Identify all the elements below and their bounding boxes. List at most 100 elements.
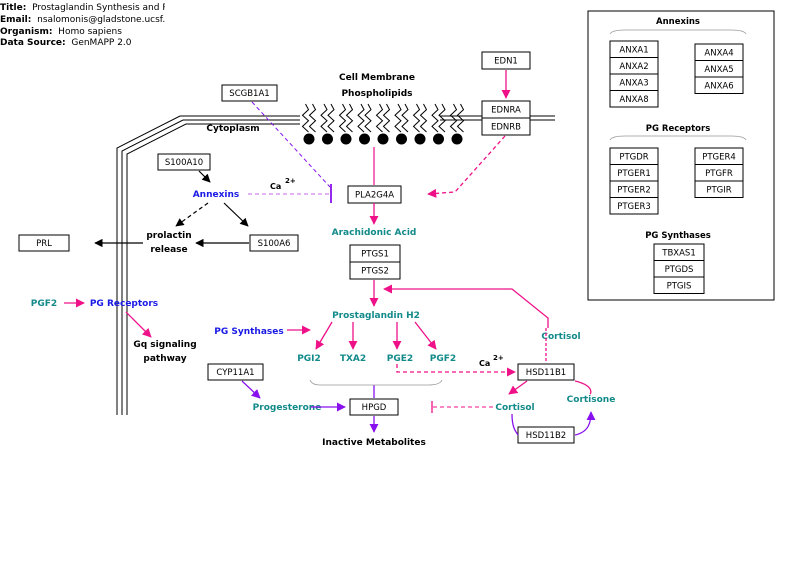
legend-gene-ptger1[interactable]: PTGER1 [609,164,659,182]
gq-pathway-label: pathway [143,354,186,364]
gene-box-ednrb[interactable]: EDNRB [481,117,531,136]
gene-label: PTGER3 [617,202,651,212]
header-title-line: Title: Prostaglandin Synthesis and Reg [0,2,165,14]
gene-label: HSD11B2 [526,431,566,441]
cortisol-top-label: Cortisol [541,332,580,342]
legend-gene-anxa1[interactable]: ANXA1 [609,40,659,58]
legend-gene-ptger2[interactable]: PTGER2 [609,180,659,198]
gene-label: CYP11A1 [216,368,254,378]
gene-box-ptgs1[interactable]: PTGS1 [349,244,401,263]
gene-box-prl[interactable]: PRL [18,234,70,252]
arachidonic-acid-label: Arachidonic Acid [332,228,417,238]
legend-gene-anxa2[interactable]: ANXA2 [609,57,659,75]
gene-label: PTGS2 [361,267,389,277]
legend-gene-anxa3[interactable]: ANXA3 [609,73,659,91]
s100a10-to-annexins-arrow [198,170,211,183]
cortisol-to-hsd11b2-curve [511,413,519,436]
phospholipid [338,103,354,145]
legend-gene-anxa8[interactable]: ANXA8 [609,90,659,108]
annexins-to-s100a6-arrow [223,202,249,227]
calcium-charge-2: 2+ [493,354,504,362]
gene-label: PLA2G4A [355,191,394,201]
gene-box-hpgd[interactable]: HPGD [349,398,399,416]
progesterone-label: Progesterone [253,403,322,413]
gene-box-s100a10[interactable]: S100A10 [157,153,211,171]
phospholipid [449,103,465,145]
pgi2-label: PGI2 [297,354,321,364]
legend-gene-ptgdr[interactable]: PTGDR [609,147,659,165]
legend-gene-anxa6[interactable]: ANXA6 [694,76,744,94]
pge2-to-hsd11b1-arrow [396,364,516,377]
organism-label: Organism: [0,27,53,37]
legend-gene-anxa5[interactable]: ANXA5 [694,60,744,78]
legend-gene-ptgds[interactable]: PTGDS [653,260,705,278]
legend-gene-tbxas1[interactable]: TBXAS1 [653,243,705,261]
legend-receptors-title: PG Receptors [646,124,711,134]
gene-box-ptgs2[interactable]: PTGS2 [349,261,401,280]
legend-gene-ptger4[interactable]: PTGER4 [694,147,744,165]
phospholipids-label: Phospholipids [341,89,412,99]
prolactin-label: prolactin [146,231,191,241]
gene-label: PTGS1 [361,250,389,260]
phospholipid [375,103,391,145]
gene-label: PTGER2 [617,186,651,196]
gene-label: ANXA8 [619,95,648,105]
source-value: GenMAPP 2.0 [71,38,132,48]
calcium-label-2: Ca [479,359,490,368]
gene-label: S100A10 [165,158,203,168]
organism-value: Homo sapiens [58,27,122,37]
gene-label: S100A6 [258,239,291,249]
gene-box-cyp11a1[interactable]: CYP11A1 [207,363,264,381]
phospholipid [431,103,446,145]
gene-box-pla2g4a[interactable]: PLA2G4A [347,185,402,204]
gene-box-ednra[interactable]: EDNRA [481,100,531,119]
legend-gene-ptgfr[interactable]: PTGFR [694,164,744,182]
gene-box-hsd11b1[interactable]: HSD11B1 [517,363,575,381]
source-label: Data Source: [0,38,66,48]
gene-label: PTGDR [619,153,648,163]
gene-box-scgb1a1[interactable]: SCGB1A1 [221,84,278,102]
gene-label: PTGER4 [702,153,736,163]
legend-synthases-title: PG Synthases [645,231,711,241]
gene-label: SCGB1A1 [229,89,269,99]
email-value: nsalomonis@gladstone.ucsf.edu [37,15,165,25]
gene-label: PTGER1 [617,169,651,179]
gene-label: PTGIR [706,186,731,196]
hsd11b2-to-cortisone-arrow [574,411,596,436]
release-label: release [150,245,187,255]
gene-label: ANXA6 [704,82,733,92]
legend-gene-ptger3[interactable]: PTGER3 [609,197,659,215]
prostaglandin-brace [309,379,443,386]
gene-label: PTGDS [665,265,694,275]
gene-label: PTGFR [705,169,733,179]
cytoplasm-label: Cytoplasm [206,124,259,134]
gene-label: PTGIS [667,282,692,292]
legend-gene-anxa4[interactable]: ANXA4 [694,43,744,61]
gene-box-edn1[interactable]: EDN1 [481,51,531,70]
phospholipid [394,103,409,145]
phospholipid [320,103,335,145]
gene-box-hsd11b2[interactable]: HSD11B2 [517,426,575,444]
gene-box-s100a6[interactable]: S100A6 [249,234,299,252]
inactive-metabolites-label: Inactive Metabolites [322,438,426,448]
email-label: Email: [0,15,32,25]
legend-gene-ptgis[interactable]: PTGIS [653,276,705,294]
hsd11b1-to-cortisol-arrow [508,380,528,395]
pg-synthases-label: PG Synthases [214,327,283,337]
gene-label: ANXA1 [619,46,648,56]
header-source-line: Data Source: GenMAPP 2.0 [0,37,132,49]
gene-label: EDNRA [491,106,521,116]
phospholipid-bilayer [301,103,465,145]
title-label: Title: [0,3,27,13]
pg-receptors-label: PG Receptors [90,299,158,309]
gene-label: TBXAS1 [661,249,695,259]
gene-label: HSD11B1 [526,368,566,378]
cortisone-to-hsd11b1-curve [574,380,592,395]
cell-membrane-label: Cell Membrane [339,73,415,83]
gene-label: ANXA4 [704,49,733,59]
calcium-label: Ca [270,182,281,191]
gq-signaling-label: Gq signaling [133,340,196,350]
membrane-inner-line [126,123,300,415]
legend-gene-ptgir[interactable]: PTGIR [694,180,744,198]
